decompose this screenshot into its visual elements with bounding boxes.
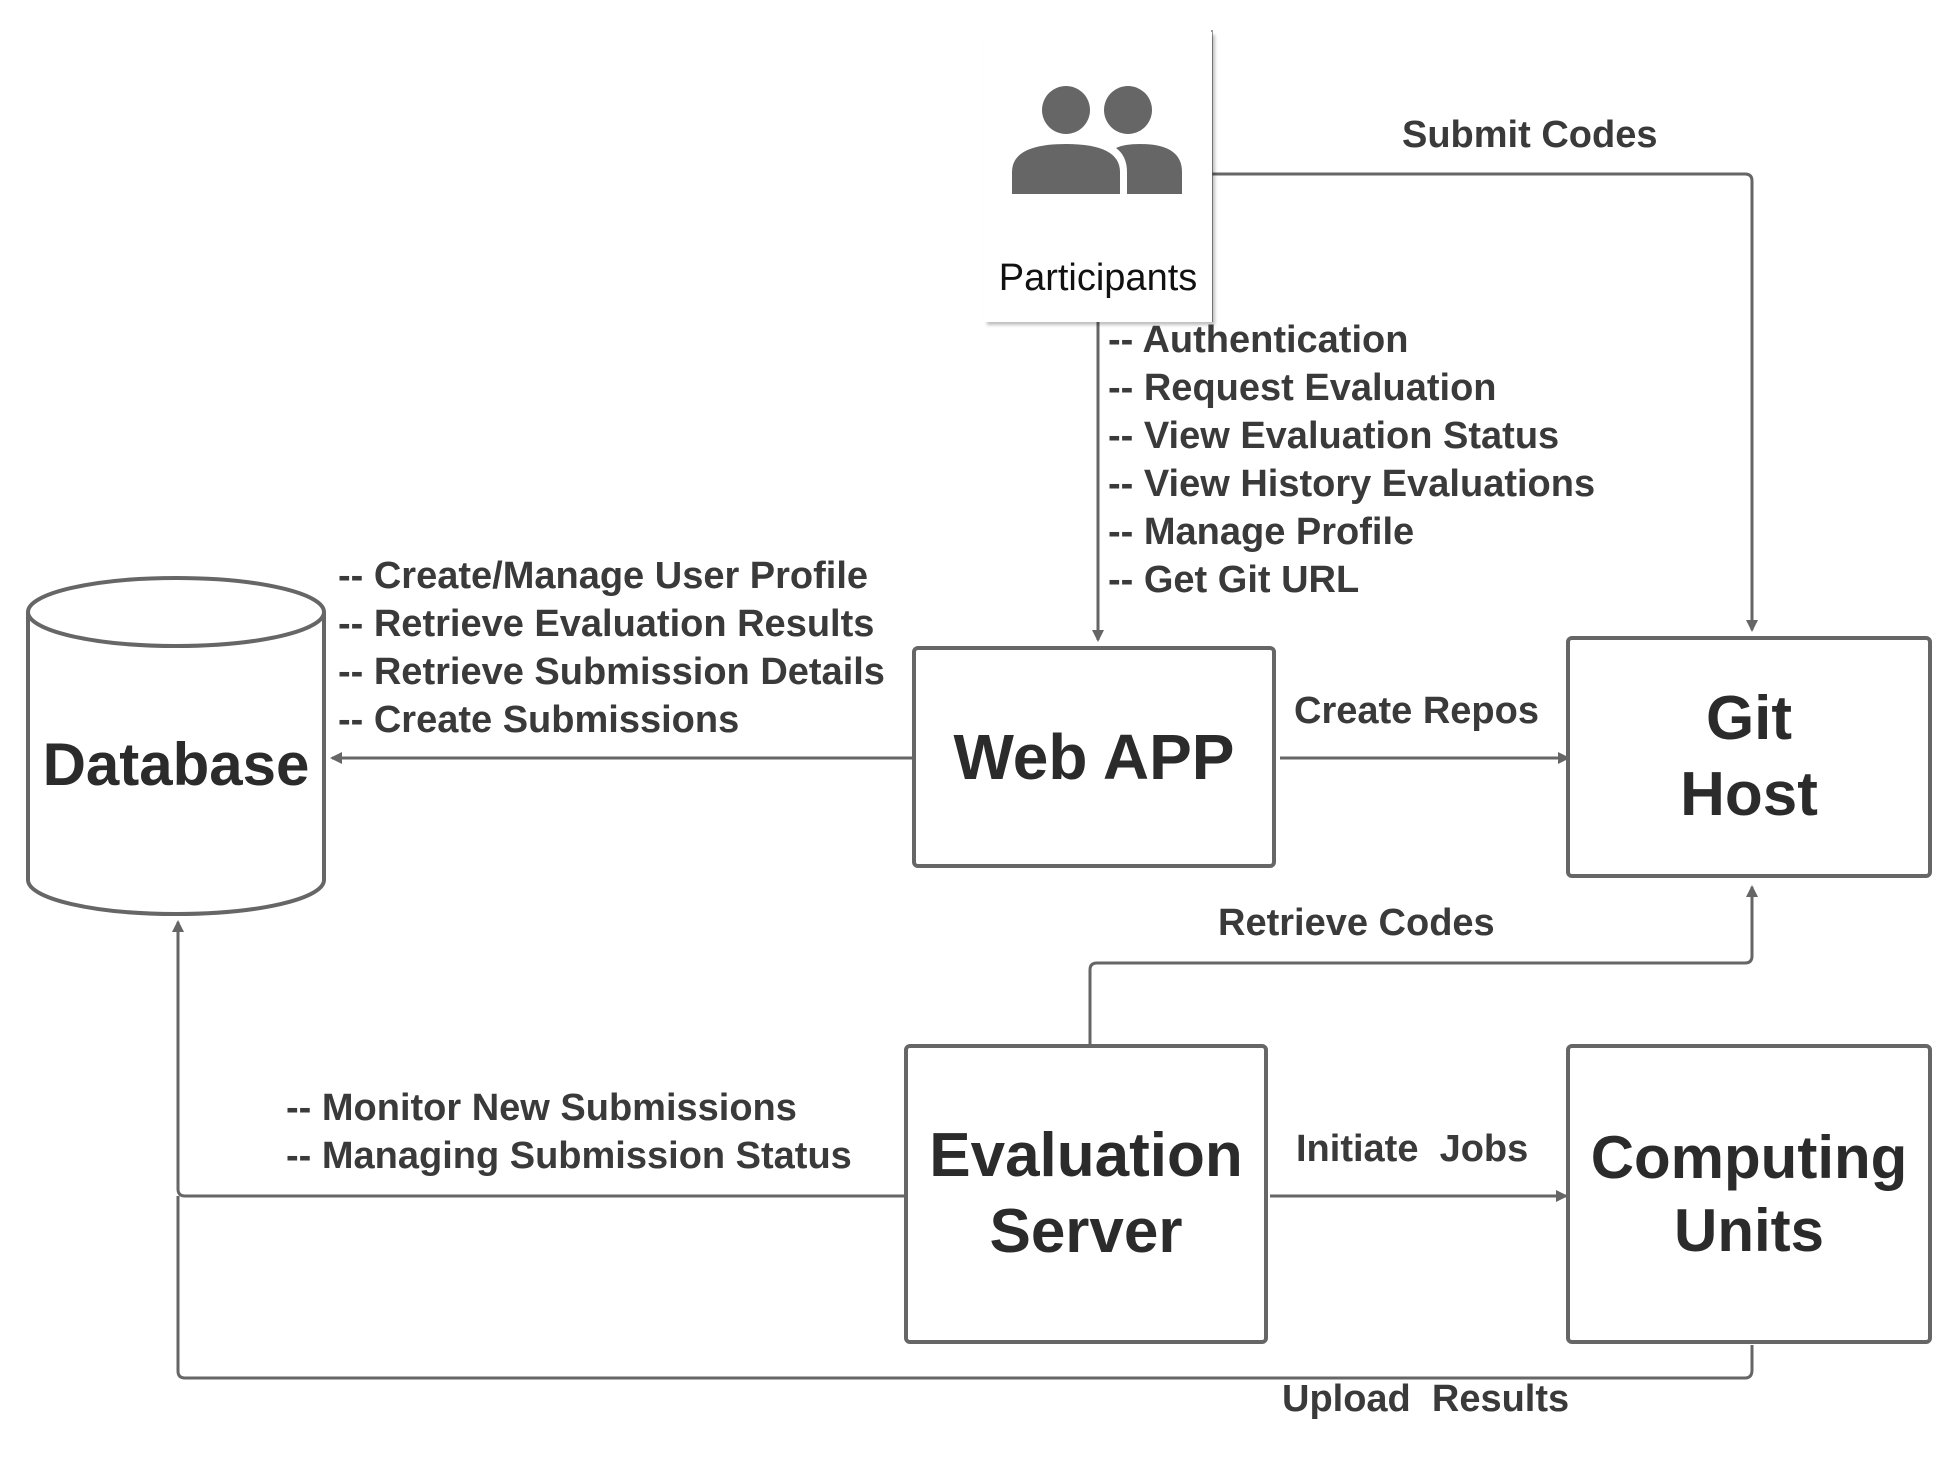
participant-actions-list: -- Authentication -- Request Evaluation … — [1108, 316, 1595, 604]
upload-results-label: Upload Results — [1282, 1378, 1570, 1420]
list-item: -- Request Evaluation — [1108, 367, 1497, 409]
list-item: -- Authentication — [1108, 319, 1409, 361]
list-item: -- Monitor New Submissions — [286, 1087, 797, 1129]
list-item: -- Get Git URL — [1108, 559, 1360, 601]
people-icon — [1012, 86, 1182, 194]
submit-codes-label: Submit Codes — [1402, 114, 1658, 156]
list-item: -- Manage Profile — [1108, 511, 1415, 553]
edge-upload-results — [176, 1196, 1754, 1380]
list-item: -- Retrieve Submission Details — [338, 651, 885, 693]
computing-units-label-line2: Units — [1674, 1197, 1824, 1264]
list-item: -- Managing Submission Status — [286, 1135, 852, 1177]
database-label: Database — [42, 731, 310, 798]
database-cylinder — [26, 576, 326, 916]
list-item: -- Create/Manage User Profile — [338, 555, 869, 597]
webapp-database-actions-list: -- Create/Manage User Profile -- Retriev… — [338, 552, 885, 744]
list-item: -- Create Submissions — [338, 699, 740, 741]
web-app-label: Web APP — [953, 720, 1235, 793]
git-host-label-line1: Git — [1705, 684, 1793, 754]
git-host-label-line2: Host — [1680, 760, 1818, 829]
create-repos-label: Create Repos — [1294, 690, 1539, 732]
edge-submit-codes — [1212, 172, 1758, 632]
initiate-jobs-label: Initiate Jobs — [1296, 1128, 1529, 1170]
list-item: -- View Evaluation Status — [1108, 415, 1560, 457]
web-app-node: Web APP — [912, 646, 1276, 868]
server-database-actions-list: -- Monitor New Submissions -- Managing S… — [286, 1084, 852, 1180]
list-item: -- View History Evaluations — [1108, 463, 1596, 505]
computing-units-node: Computing Units — [1566, 1044, 1932, 1344]
evaluation-server-label-line1: Evaluation — [929, 1121, 1243, 1191]
git-host-node: Git Host — [1566, 636, 1932, 878]
edge-retrieve-codes — [1088, 885, 1758, 1046]
participants-label: Participants — [998, 257, 1198, 299]
retrieve-codes-label: Retrieve Codes — [1218, 902, 1495, 944]
list-item: -- Retrieve Evaluation Results — [338, 603, 875, 645]
evaluation-server-label-line2: Server — [989, 1197, 1183, 1266]
edge-server-database — [172, 920, 908, 1198]
computing-units-label-line1: Computing — [1590, 1123, 1908, 1191]
evaluation-server-node: Evaluation Server — [904, 1044, 1268, 1344]
participants-node: Participants — [984, 32, 1212, 322]
